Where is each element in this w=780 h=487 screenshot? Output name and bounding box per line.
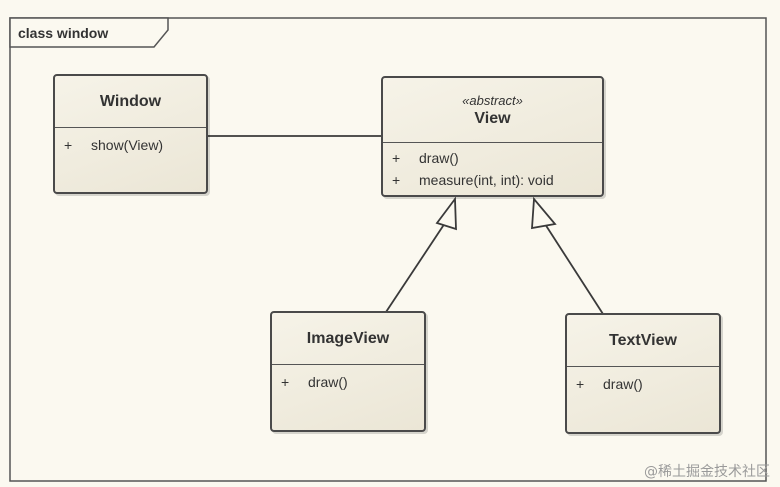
class-imageview-operations: + draw() — [272, 365, 424, 393]
class-window-operations: + show(View) — [55, 128, 206, 156]
operation-signature: draw() — [603, 376, 643, 392]
class-textview-header: TextView — [567, 315, 719, 367]
class-view[interactable]: «abstract» View + draw() + measure(int, … — [381, 76, 604, 197]
class-textview[interactable]: TextView + draw() — [565, 313, 721, 434]
class-imageview-name: ImageView — [306, 329, 390, 347]
class-window[interactable]: Window + show(View) — [53, 74, 208, 194]
operation-draw: + draw() — [383, 147, 602, 169]
class-window-name: Window — [99, 92, 162, 110]
visibility-marker: + — [392, 150, 401, 166]
generalization-line-imageview — [385, 219, 448, 313]
class-textview-name: TextView — [609, 331, 677, 349]
operation-measure: + measure(int, int): void — [383, 169, 602, 191]
operation-signature: measure(int, int): void — [419, 172, 554, 188]
class-view-header: «abstract» View — [383, 78, 602, 143]
visibility-marker: + — [576, 376, 585, 392]
generalization-arrowhead-textview — [531, 196, 557, 230]
class-view-name: View — [474, 109, 511, 127]
class-imageview[interactable]: ImageView + draw() — [270, 311, 426, 432]
operation-draw: + draw() — [272, 371, 424, 393]
class-imageview-header: ImageView — [272, 313, 424, 365]
generalization-line-textview — [544, 223, 604, 315]
frame-label: class window — [18, 25, 108, 41]
class-view-stereotype: «abstract» — [462, 92, 523, 108]
visibility-marker: + — [281, 374, 290, 390]
operation-signature: draw() — [419, 150, 459, 166]
watermark-text: @稀土掘金技术社区 — [644, 464, 770, 480]
class-view-operations: + draw() + measure(int, int): void — [383, 143, 602, 191]
operation-show: + show(View) — [55, 134, 206, 156]
visibility-marker: + — [64, 137, 73, 153]
generalization-arrowhead-imageview — [435, 196, 457, 231]
class-window-header: Window — [55, 76, 206, 128]
frame-tab — [9, 17, 169, 48]
class-textview-operations: + draw() — [567, 367, 719, 395]
diagram-frame — [9, 17, 767, 482]
operation-signature: show(View) — [91, 137, 164, 153]
operation-draw: + draw() — [567, 373, 719, 395]
visibility-marker: + — [392, 172, 401, 188]
operation-signature: draw() — [308, 374, 348, 390]
